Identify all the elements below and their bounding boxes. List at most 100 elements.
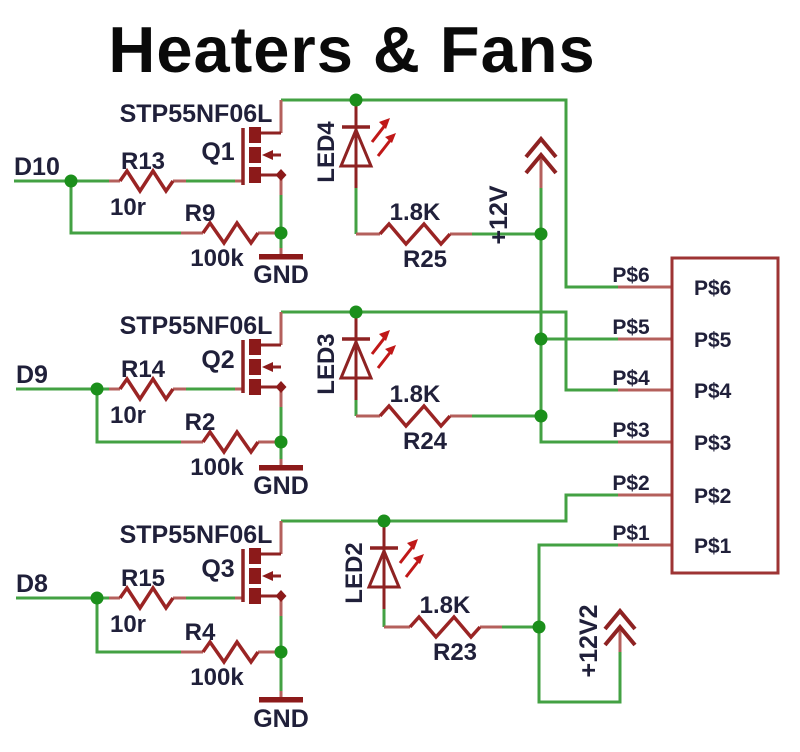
- led-circuit-led4: LED4 1.8K R25: [313, 93, 472, 273]
- pin-label-ps4: P$4: [694, 380, 732, 403]
- net-drain1-ps6: [281, 98, 618, 289]
- junction-dot: [349, 93, 363, 107]
- pin-label-ps6: P$6: [694, 277, 731, 300]
- ref-label-r2: R2: [185, 409, 216, 436]
- junction-dot: [377, 514, 391, 528]
- ref-label-led4: LED4: [313, 121, 340, 183]
- value-label-r25: 1.8K: [390, 199, 441, 226]
- stage-3: D8 STP55NF06L Q3 R15 10r R4 100k GND: [16, 521, 309, 733]
- gnd3-bar: [259, 697, 303, 703]
- gnd-symbol-3: [259, 691, 303, 703]
- power-flag-12v: +12V: [485, 135, 558, 423]
- q2-channel-bar: [249, 379, 261, 395]
- q1-channel-bar: [249, 167, 261, 183]
- part-label-q3: STP55NF06L: [120, 521, 273, 549]
- led2-light-rays: [398, 544, 422, 578]
- wire-label-ps5: P$5: [612, 316, 650, 339]
- net-drain2-ps4: [281, 310, 618, 392]
- q2-channel-bar: [249, 359, 261, 375]
- net-label-12v2: +12V2: [575, 605, 603, 678]
- junction-dot: [534, 227, 548, 241]
- pin-label-ps3: P$3: [694, 432, 731, 455]
- net-label-d9: D9: [16, 361, 48, 389]
- resistor-r24: [378, 403, 452, 429]
- ref-label-q3: Q3: [201, 555, 234, 583]
- resistor-r9: [201, 219, 260, 247]
- page-title: Heaters & Fans: [108, 13, 595, 86]
- led2-triangle: [366, 547, 402, 589]
- junction-dot: [90, 382, 104, 396]
- gnd-symbol-2: [259, 459, 303, 471]
- v12-2-arrow-icon: [603, 607, 637, 647]
- net-drain3-ps2: [281, 493, 618, 523]
- power-flag-12v2: +12V2: [532, 605, 637, 678]
- wire-label-ps4: P$4: [612, 367, 650, 390]
- led3-ray-arrowhead: [385, 345, 396, 355]
- ref-label-q1: Q1: [201, 138, 234, 166]
- q3-bulk-arrow: [262, 571, 273, 581]
- gnd-label-2: GND: [253, 472, 309, 500]
- gnd1-bar: [259, 254, 303, 260]
- part-label-q2: STP55NF06L: [120, 312, 273, 340]
- ref-label-r13: R13: [121, 148, 165, 175]
- ref-label-r24: R24: [403, 428, 448, 455]
- wire-label-ps1: P$1: [612, 522, 650, 545]
- v12-arrow-icon: [524, 135, 558, 175]
- stage-2: D9 STP55NF06L Q2 R14 10r R2 100k GND: [16, 312, 309, 500]
- connector-body: [670, 256, 780, 575]
- led4-ray-arrowhead: [379, 118, 390, 129]
- resistor-r25: [378, 221, 452, 247]
- junction-dot: [274, 226, 288, 240]
- ref-label-led3: LED3: [313, 333, 340, 394]
- ref-label-r25: R25: [403, 246, 447, 273]
- gnd-symbol-1: [259, 248, 303, 260]
- led3-light-rays: [370, 335, 394, 369]
- pin-label-ps2: P$2: [694, 485, 731, 508]
- connector-pin-stubs: [618, 285, 672, 547]
- wire-pulldown2: [95, 389, 181, 444]
- mosfet-q3: [241, 521, 287, 616]
- wire-pulldown3: [95, 598, 181, 654]
- gnd2-bar: [259, 465, 303, 471]
- q2-bulk-arrow: [262, 362, 273, 372]
- q1-channel-bar: [249, 127, 261, 143]
- ref-label-r15: R15: [121, 565, 165, 592]
- q3-channel-bar: [249, 568, 261, 584]
- junction-dot: [90, 591, 104, 605]
- q3-channel-bar: [249, 588, 261, 604]
- ref-label-r9: R9: [185, 200, 216, 227]
- wire-label-ps2: P$2: [612, 472, 649, 495]
- led2-ray-arrowhead: [407, 539, 418, 550]
- resistor-r15: [118, 584, 175, 612]
- ref-label-r4: R4: [185, 619, 216, 646]
- junction-dot: [274, 435, 288, 449]
- value-label-r23: 1.8K: [420, 592, 471, 619]
- net-12v-rail-ps3: [539, 188, 618, 444]
- led3-triangle: [338, 338, 374, 380]
- value-label-r15: 10r: [110, 611, 146, 638]
- q1-bulk-arrow: [262, 150, 273, 160]
- ref-label-r14: R14: [121, 356, 166, 383]
- resistor-r2: [201, 428, 260, 456]
- gnd-label-1: GND: [253, 261, 309, 289]
- net-12v2-ps1: [537, 543, 622, 704]
- stage-1: D10 STP55NF06L Q1 R13 10r R9 100k GND: [14, 100, 309, 289]
- q2-source-diamond: [275, 381, 287, 393]
- led-circuit-led3: LED3 1.8K R24: [313, 305, 472, 455]
- net-label-12v: +12V: [485, 185, 513, 244]
- ref-label-led2: LED2: [341, 542, 368, 603]
- q3-source-diamond: [275, 590, 287, 602]
- resistor-r13: [118, 167, 175, 195]
- junction-dot: [534, 332, 548, 346]
- value-label-r14: 10r: [110, 402, 146, 429]
- pin-label-ps5: P$5: [694, 329, 732, 352]
- led4-light-rays: [370, 123, 394, 157]
- led2-ray-arrowhead: [413, 554, 424, 564]
- ref-label-r23: R23: [433, 639, 477, 666]
- wire-pulldown1: [69, 181, 181, 235]
- value-label-r4: 100k: [190, 664, 244, 691]
- value-label-r24: 1.8K: [390, 381, 441, 408]
- wire-label-ps6: P$6: [612, 264, 649, 287]
- value-label-r2: 100k: [190, 454, 244, 481]
